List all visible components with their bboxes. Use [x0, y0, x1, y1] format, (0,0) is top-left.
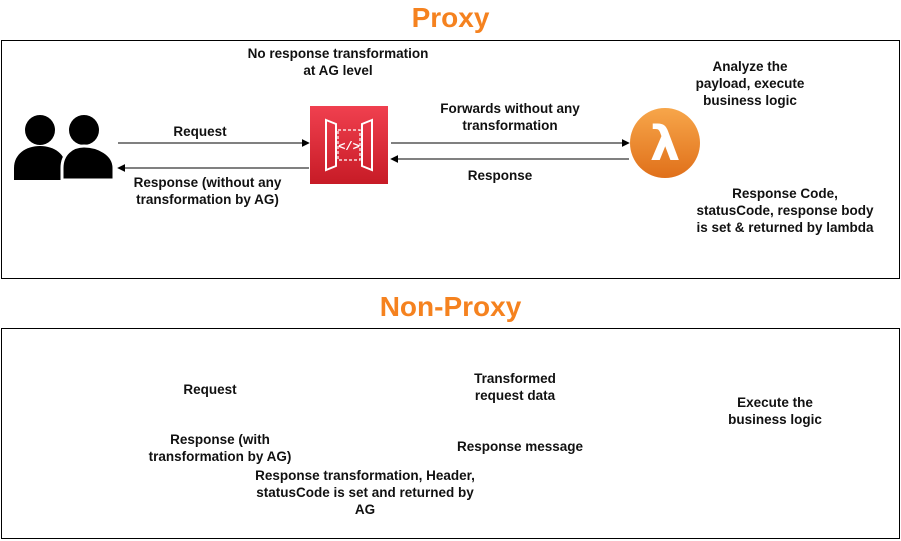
ag-note: No response transformation at AG level [247, 46, 429, 78]
lambda-note: Analyze the payload, execute business lo… [695, 59, 805, 108]
lambda-response-label: Response message [456, 439, 584, 454]
response-label: Response (with transformation by AG) [148, 432, 292, 464]
lambda-note: Execute the business logic [728, 395, 822, 427]
forward-label: Transformed request data [474, 371, 556, 403]
proxy-title: Proxy [411, 2, 490, 33]
svg-text:λ: λ [650, 116, 680, 172]
api-gateway-icon: </> [310, 106, 388, 184]
request-label: Request [173, 124, 227, 139]
non-proxy-title: Non-Proxy [379, 291, 522, 322]
request-label: Request [183, 382, 237, 397]
non-proxy-panel [1, 328, 900, 539]
users-icon [14, 115, 116, 182]
lambda-return-note: Response Code, statusCode, response body… [696, 186, 874, 235]
lambda-response-label: Response [467, 168, 533, 183]
lambda-icon: λ [630, 108, 700, 178]
ag-note: Response transformation, Header, statusC… [255, 468, 475, 517]
response-label: Response (without any transformation by … [133, 175, 282, 207]
forward-label: Forwards without any transformation [440, 101, 580, 133]
svg-text:</>: </> [338, 140, 360, 154]
